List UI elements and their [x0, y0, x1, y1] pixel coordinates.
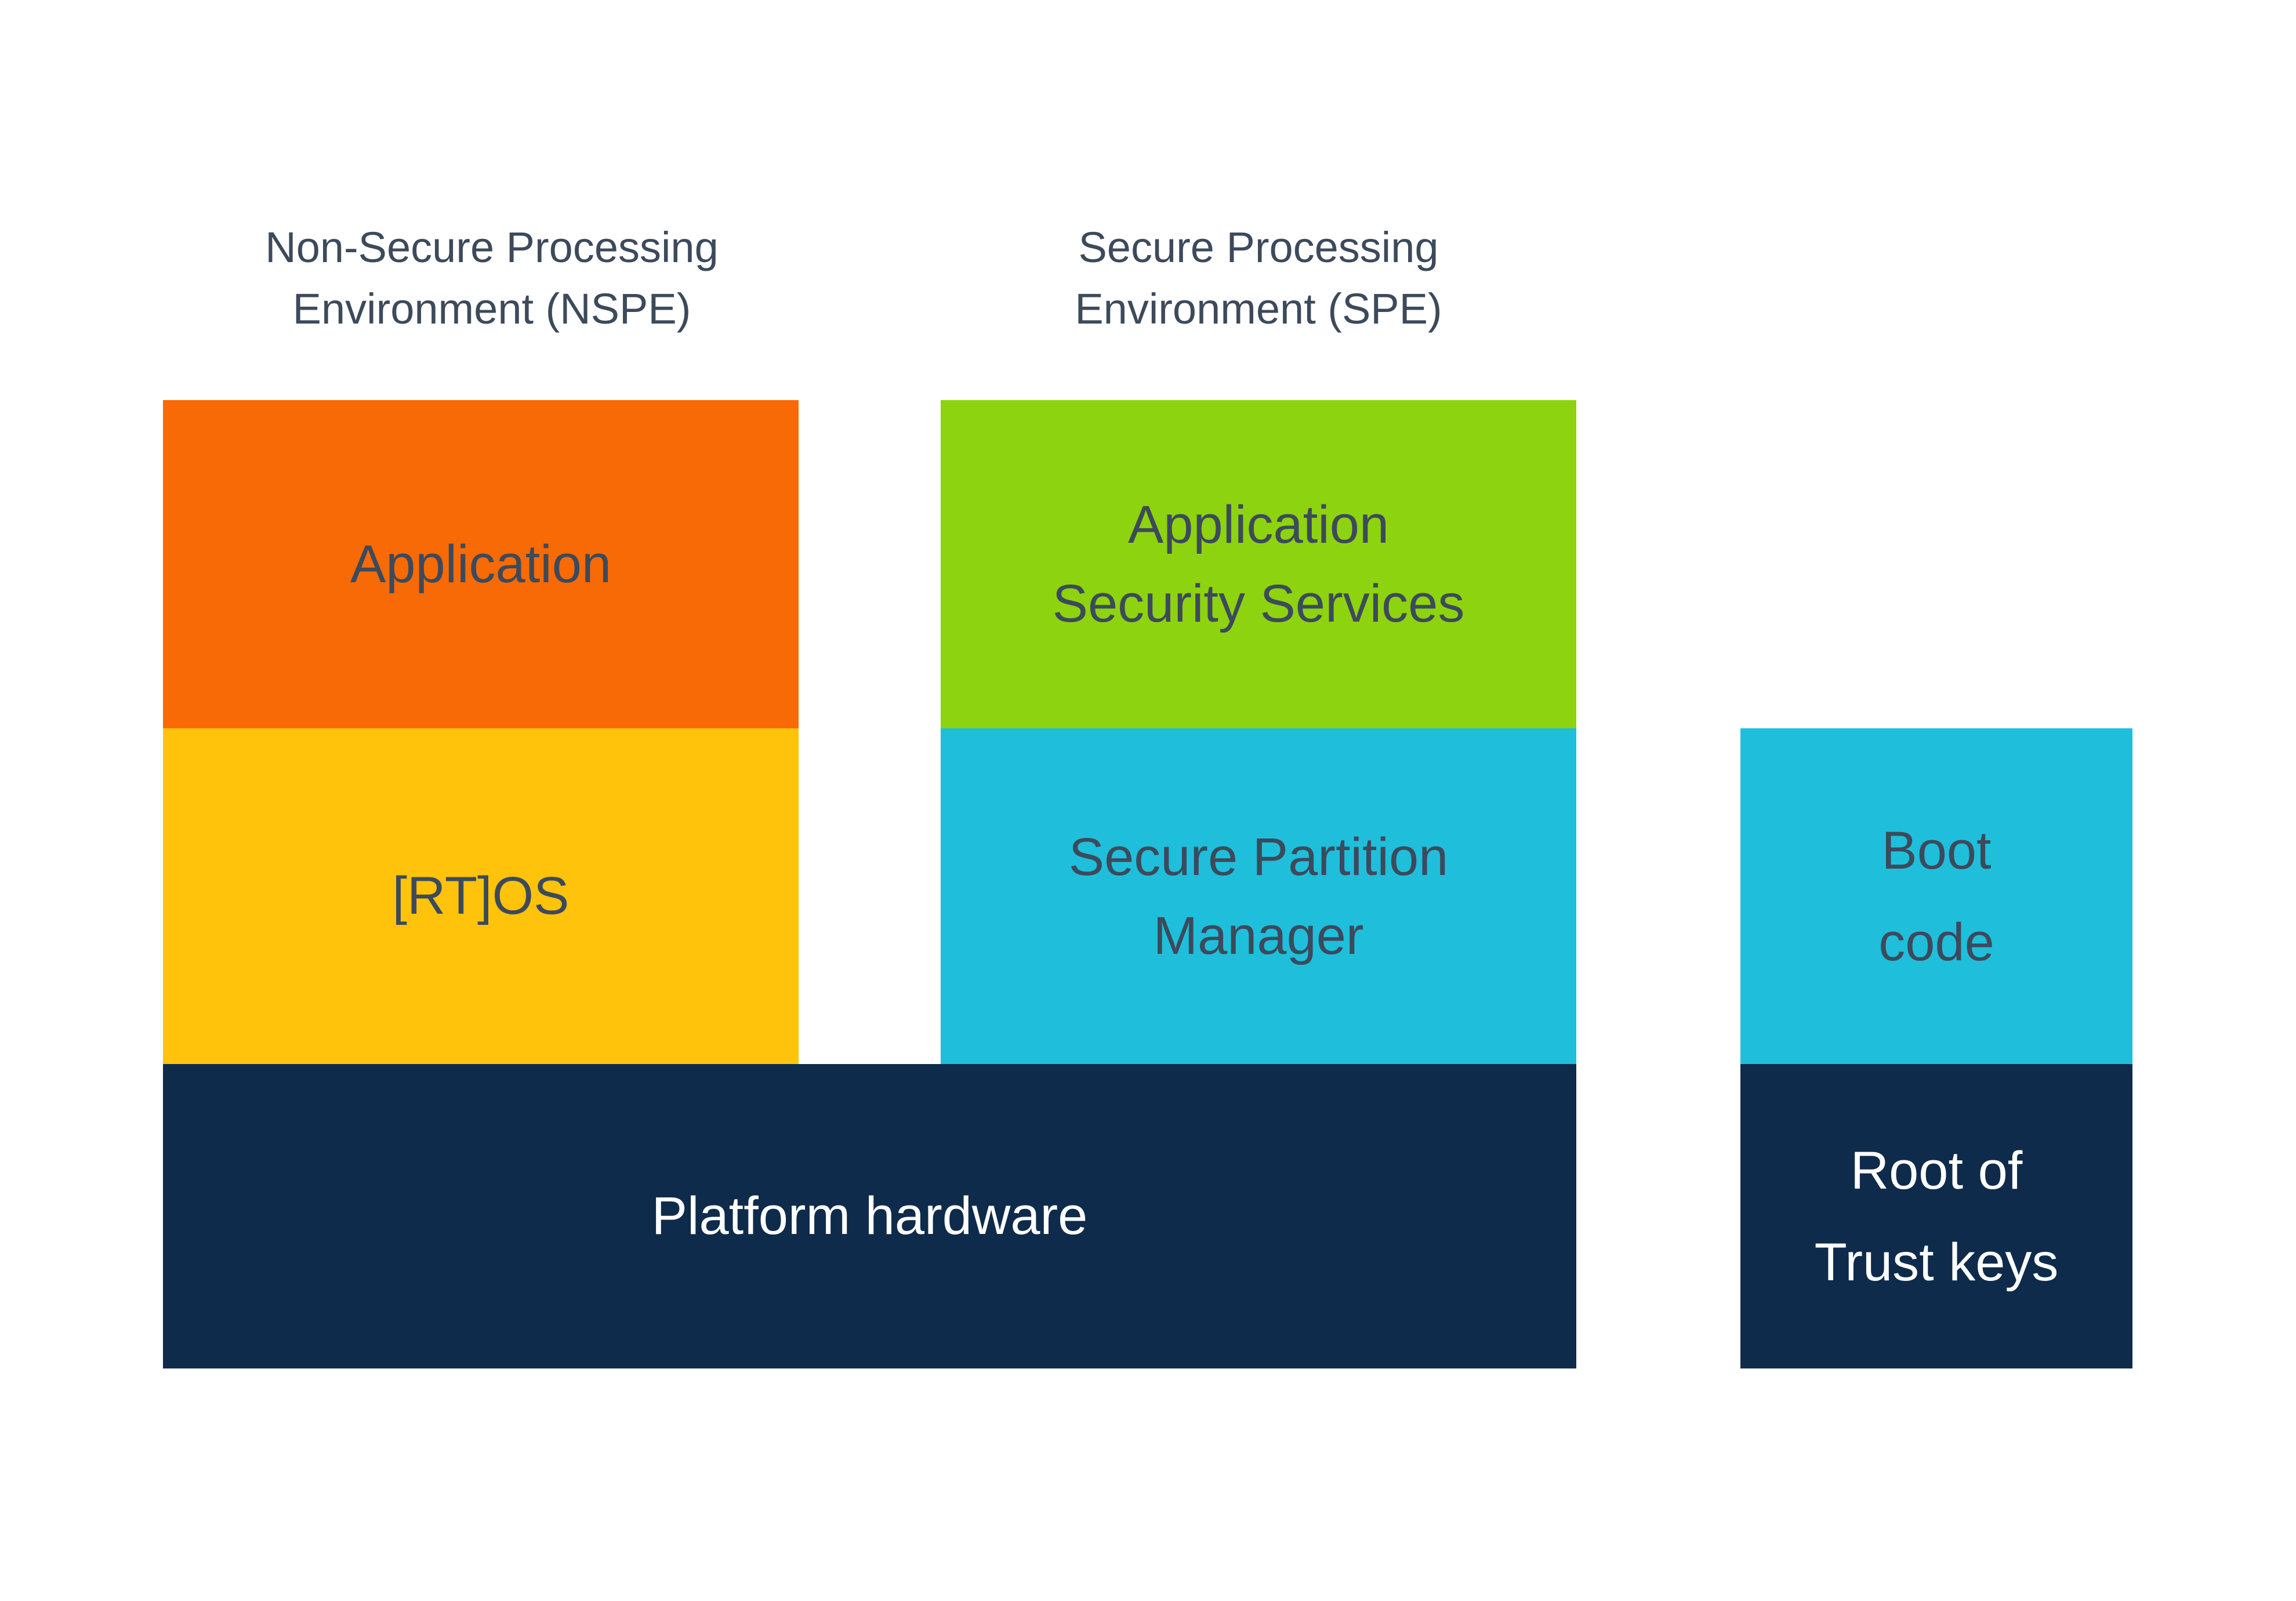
nspe-header: Non-Secure Processing Environment (NSPE) [174, 217, 810, 340]
spe-header: Secure Processing Environment (SPE) [941, 217, 1576, 340]
spe-header-line1: Secure Processing [1078, 223, 1439, 271]
platform-hardware-label: Platform hardware [651, 1186, 1088, 1246]
rtos-label: [RT]OS [392, 866, 570, 926]
application-security-services-box: Application Security Services [941, 400, 1576, 728]
boot-code-label-line1: Boot [1881, 821, 1992, 880]
boot-code-label-line2: code [1878, 912, 1994, 972]
application-label: Application [350, 534, 612, 594]
nspe-header-line2: Environment (NSPE) [292, 285, 691, 333]
application-security-services-label-line1: Application [1127, 495, 1390, 554]
boot-code-box: Boot code [1740, 728, 2132, 1064]
rtos-box: [RT]OS [163, 728, 799, 1064]
root-of-trust-keys-label-line2: Trust keys [1814, 1232, 2059, 1292]
application-security-services-label-line2: Security Services [1052, 574, 1465, 633]
secure-partition-manager-label-line2: Manager [1153, 906, 1364, 965]
secure-partition-manager-label-line1: Secure Partition [1068, 827, 1449, 887]
platform-hardware-box: Platform hardware [163, 1064, 1576, 1368]
nspe-header-line1: Non-Secure Processing [265, 223, 719, 271]
spe-header-line2: Environment (SPE) [1075, 285, 1442, 333]
secure-partition-manager-box: Secure Partition Manager [941, 728, 1576, 1064]
root-of-trust-keys-box: Root of Trust keys [1740, 1064, 2132, 1368]
application-box: Application [163, 400, 799, 728]
root-of-trust-keys-label-line1: Root of [1850, 1141, 2023, 1200]
